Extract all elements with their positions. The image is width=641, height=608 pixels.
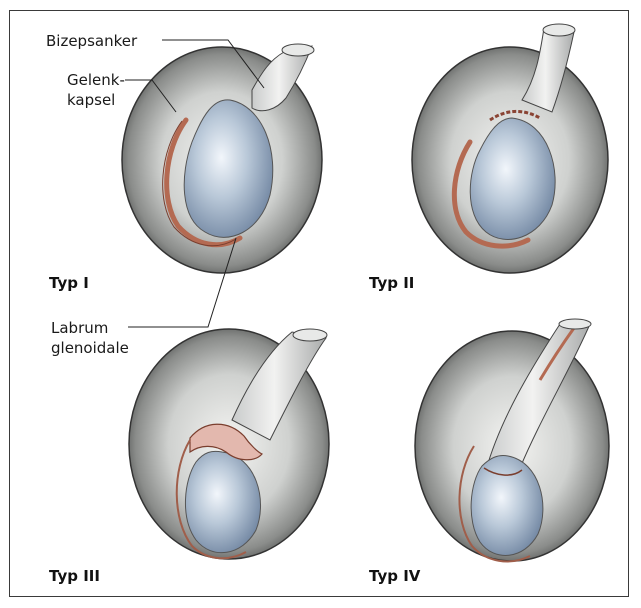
biceps-anchor-label: Bizepsanker: [46, 31, 137, 51]
panel-label-typ-2: Typ II: [369, 274, 414, 292]
panel-typ-2-illustration: [412, 24, 608, 273]
panel-label-typ-1: Typ I: [49, 274, 89, 292]
labrum-label-line2: glenoidale: [51, 338, 129, 358]
panel-typ-1-illustration: [122, 44, 322, 273]
panel-label-typ-3: Typ III: [49, 567, 100, 585]
labrum-label-line1: Labrum: [51, 318, 108, 338]
panel-typ-3-illustration: [129, 329, 329, 559]
panel-label-typ-4: Typ IV: [369, 567, 420, 585]
joint-capsule-label-line1: Gelenk-: [67, 70, 125, 90]
panel-typ-4-illustration: [415, 319, 609, 561]
joint-capsule-label-line2: kapsel: [67, 90, 115, 110]
